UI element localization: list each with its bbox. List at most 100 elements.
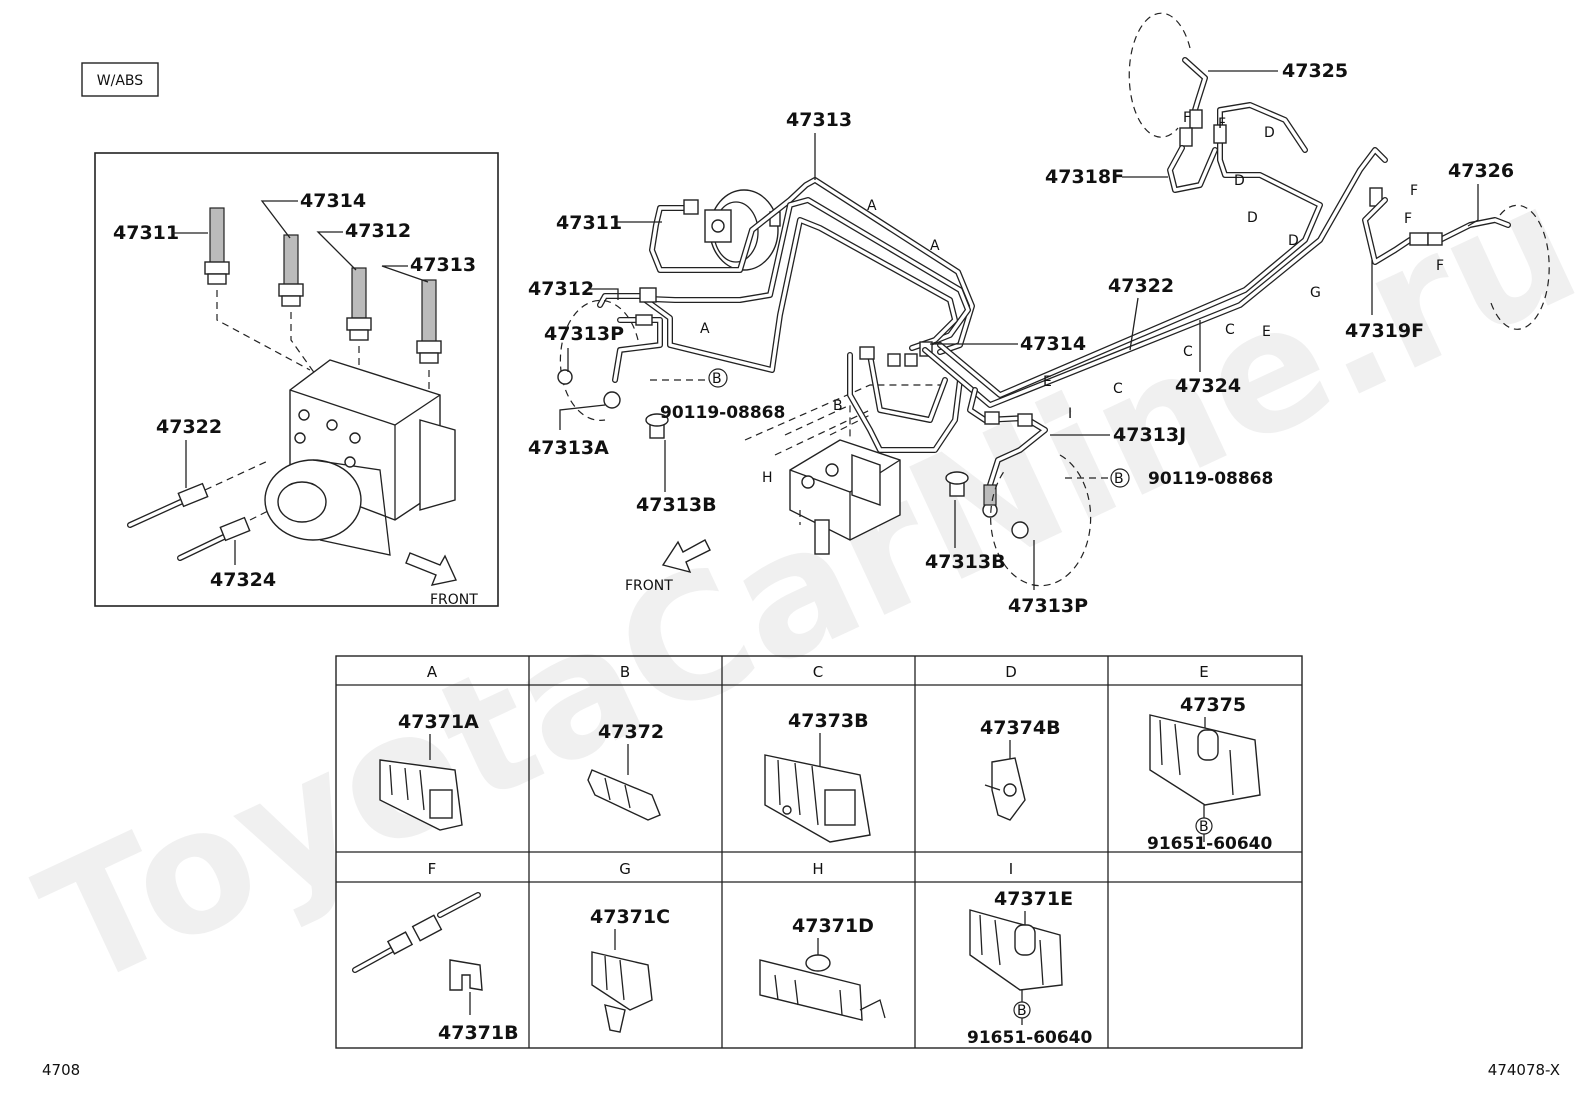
inset-label-47311: 47311 xyxy=(113,222,179,244)
b-marker-right: B xyxy=(1110,468,1130,488)
label-47313P-right: 47313P xyxy=(1008,595,1088,617)
header-B: B xyxy=(620,663,630,681)
label-47318F: 47318F xyxy=(1045,166,1124,188)
label-47313B-left: 47313B xyxy=(636,494,717,516)
label-47313J: 47313J xyxy=(1113,424,1186,446)
b-marker-E: B xyxy=(1195,817,1213,835)
svg-text:A: A xyxy=(930,238,940,254)
part-47373B: 47373B xyxy=(788,710,869,732)
svg-text:A: A xyxy=(867,198,877,214)
svg-text:B: B xyxy=(1199,819,1209,835)
inset-label-47324: 47324 xyxy=(210,569,276,591)
footer-right: 474078-X xyxy=(1488,1061,1560,1079)
abs-actuator xyxy=(789,439,901,555)
header-G: G xyxy=(619,860,631,878)
header-C: C xyxy=(813,663,823,681)
svg-text:C: C xyxy=(1113,381,1123,397)
inset-front-arrow-icon xyxy=(405,552,458,586)
svg-text:B: B xyxy=(712,371,722,387)
clip-I-icon xyxy=(969,909,1063,991)
b-marker-I: B xyxy=(1013,1001,1031,1019)
header-H: H xyxy=(812,860,823,878)
svg-text:F: F xyxy=(1183,110,1191,126)
label-bolt-right: 90119-08868 xyxy=(1148,469,1273,489)
svg-text:C: C xyxy=(1225,322,1235,338)
part-91651-60640-I: 91651-60640 xyxy=(967,1028,1093,1048)
clip-B-icon xyxy=(587,769,661,821)
label-47326: 47326 xyxy=(1448,160,1514,182)
label-47312: 47312 xyxy=(528,278,594,300)
clip-H-icon xyxy=(759,954,886,1021)
part-47371B: 47371B xyxy=(438,1022,519,1044)
bolt-left-icon xyxy=(645,413,669,439)
svg-text:D: D xyxy=(1247,210,1258,226)
master-cylinder xyxy=(704,189,781,271)
part-47371E: 47371E xyxy=(994,888,1073,910)
inset-panel: FRONT 47311 47314 47312 47313 47322 4732… xyxy=(94,152,499,608)
option-box: W/ABS xyxy=(81,62,159,97)
b-marker-left: B xyxy=(708,368,728,388)
svg-text:H: H xyxy=(762,470,773,486)
svg-text:F: F xyxy=(1410,183,1418,199)
header-E: E xyxy=(1199,663,1208,681)
inset-front-label: FRONT xyxy=(430,592,478,608)
label-47324: 47324 xyxy=(1175,375,1241,397)
svg-text:F: F xyxy=(1218,116,1226,132)
svg-text:F: F xyxy=(1436,258,1444,274)
label-47314: 47314 xyxy=(1020,333,1086,355)
clip-C-icon xyxy=(764,754,871,843)
inset-label-47312: 47312 xyxy=(345,220,411,242)
label-47313A: 47313A xyxy=(528,437,609,459)
inset-abs-actuator xyxy=(264,359,456,556)
label-47313-top: 47313 xyxy=(786,109,852,131)
label-47325: 47325 xyxy=(1282,60,1348,82)
part-47371A: 47371A xyxy=(398,711,479,733)
svg-text:C: C xyxy=(1183,344,1193,360)
inset-label-47314: 47314 xyxy=(300,190,366,212)
clip-F-icon xyxy=(352,892,483,991)
front-brake-tubes xyxy=(597,177,975,409)
svg-text:B: B xyxy=(833,398,843,414)
part-47371D: 47371D xyxy=(792,915,874,937)
bolt-right-icon xyxy=(945,471,969,497)
svg-text:E: E xyxy=(1043,374,1052,390)
svg-text:I: I xyxy=(1068,406,1072,422)
part-47372: 47372 xyxy=(598,721,664,743)
inset-label-47313: 47313 xyxy=(410,254,476,276)
label-47311: 47311 xyxy=(556,212,622,234)
label-47313B-right: 47313B xyxy=(925,551,1006,573)
svg-text:G: G xyxy=(1310,285,1321,301)
inset-tubes xyxy=(204,207,442,364)
part-47375: 47375 xyxy=(1180,694,1246,716)
rear-hoses xyxy=(1128,12,1550,330)
clip-letters: A A A B H C C C E E I G D D D D F F F F … xyxy=(700,110,1444,486)
clip-G-icon xyxy=(591,951,653,1033)
clip-E-icon xyxy=(1149,714,1261,806)
header-F: F xyxy=(428,860,437,878)
svg-text:D: D xyxy=(1264,125,1275,141)
main-front-arrow-icon xyxy=(661,539,711,574)
label-47319F: 47319F xyxy=(1345,320,1424,342)
label-47322: 47322 xyxy=(1108,275,1174,297)
option-box-label: W/ABS xyxy=(97,73,143,89)
svg-text:A: A xyxy=(700,321,710,337)
clip-D-icon xyxy=(984,757,1026,821)
svg-text:F: F xyxy=(1404,211,1412,227)
main-assembly: A A A B H C C C E E I G D D D D F F F F … xyxy=(528,12,1550,617)
clip-table: A B C D E F G H I 47371A 47372 47373B xyxy=(335,655,1303,1049)
part-47374B: 47374B xyxy=(980,717,1061,739)
footer-left: 4708 xyxy=(42,1061,80,1079)
svg-text:B: B xyxy=(1017,1003,1027,1019)
header-I: I xyxy=(1009,860,1013,878)
header-A: A xyxy=(427,663,438,681)
svg-text:E: E xyxy=(1262,324,1271,340)
clip-A-icon xyxy=(379,759,463,831)
svg-text:B: B xyxy=(1114,471,1124,487)
svg-text:D: D xyxy=(1234,173,1245,189)
main-front-label: FRONT xyxy=(625,578,673,594)
part-47371C: 47371C xyxy=(590,906,670,928)
label-47313P-left: 47313P xyxy=(544,323,624,345)
part-91651-60640-E: 91651-60640 xyxy=(1147,834,1273,854)
label-bolt-left: 90119-08868 xyxy=(660,403,785,423)
